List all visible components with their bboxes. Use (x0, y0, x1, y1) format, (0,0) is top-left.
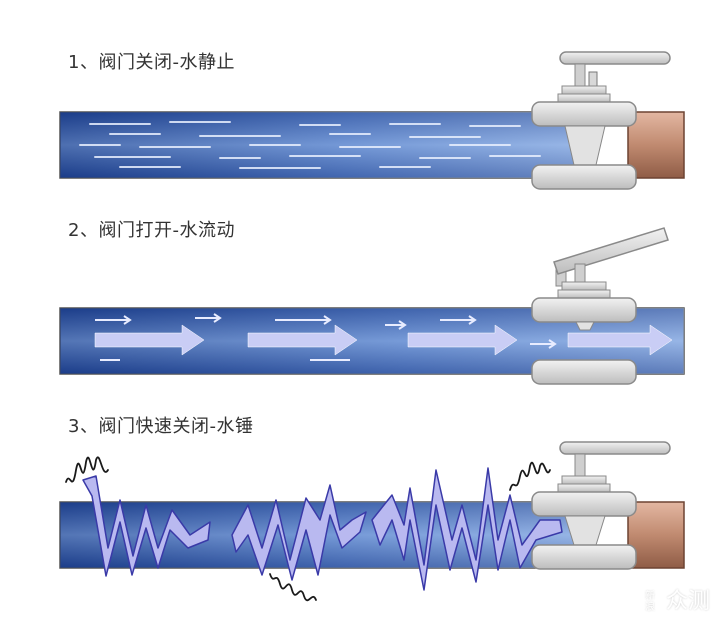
handwheel-icon (559, 441, 671, 455)
handwheel-icon (559, 51, 671, 65)
handwheel-icon (553, 227, 669, 275)
valve-icon (531, 227, 669, 385)
section-3-water-hammer (59, 441, 685, 602)
copper-pipe-3 (627, 501, 685, 569)
step-3-title: 3、阀门快速关闭-水锤 (68, 416, 254, 437)
vibration-icon (65, 456, 551, 602)
watermark-small-text: 新浪 (644, 591, 655, 613)
watermark: 新浪 众测 (645, 583, 710, 615)
copper-pipe-1 (627, 111, 685, 179)
section-2-open-flowing (59, 227, 685, 385)
step-1-title: 1、阀门关闭-水静止 (68, 52, 235, 73)
step-2-title: 2、阀门打开-水流动 (68, 220, 235, 241)
valve-icon (531, 51, 671, 190)
valve-icon (531, 441, 671, 570)
watermark-large-text: 众测 (665, 589, 710, 614)
flow-arrow-icon (94, 324, 673, 356)
static-water-lines (79, 121, 541, 169)
section-1-closed-static (59, 51, 685, 190)
shock-wave-icon (82, 467, 563, 591)
